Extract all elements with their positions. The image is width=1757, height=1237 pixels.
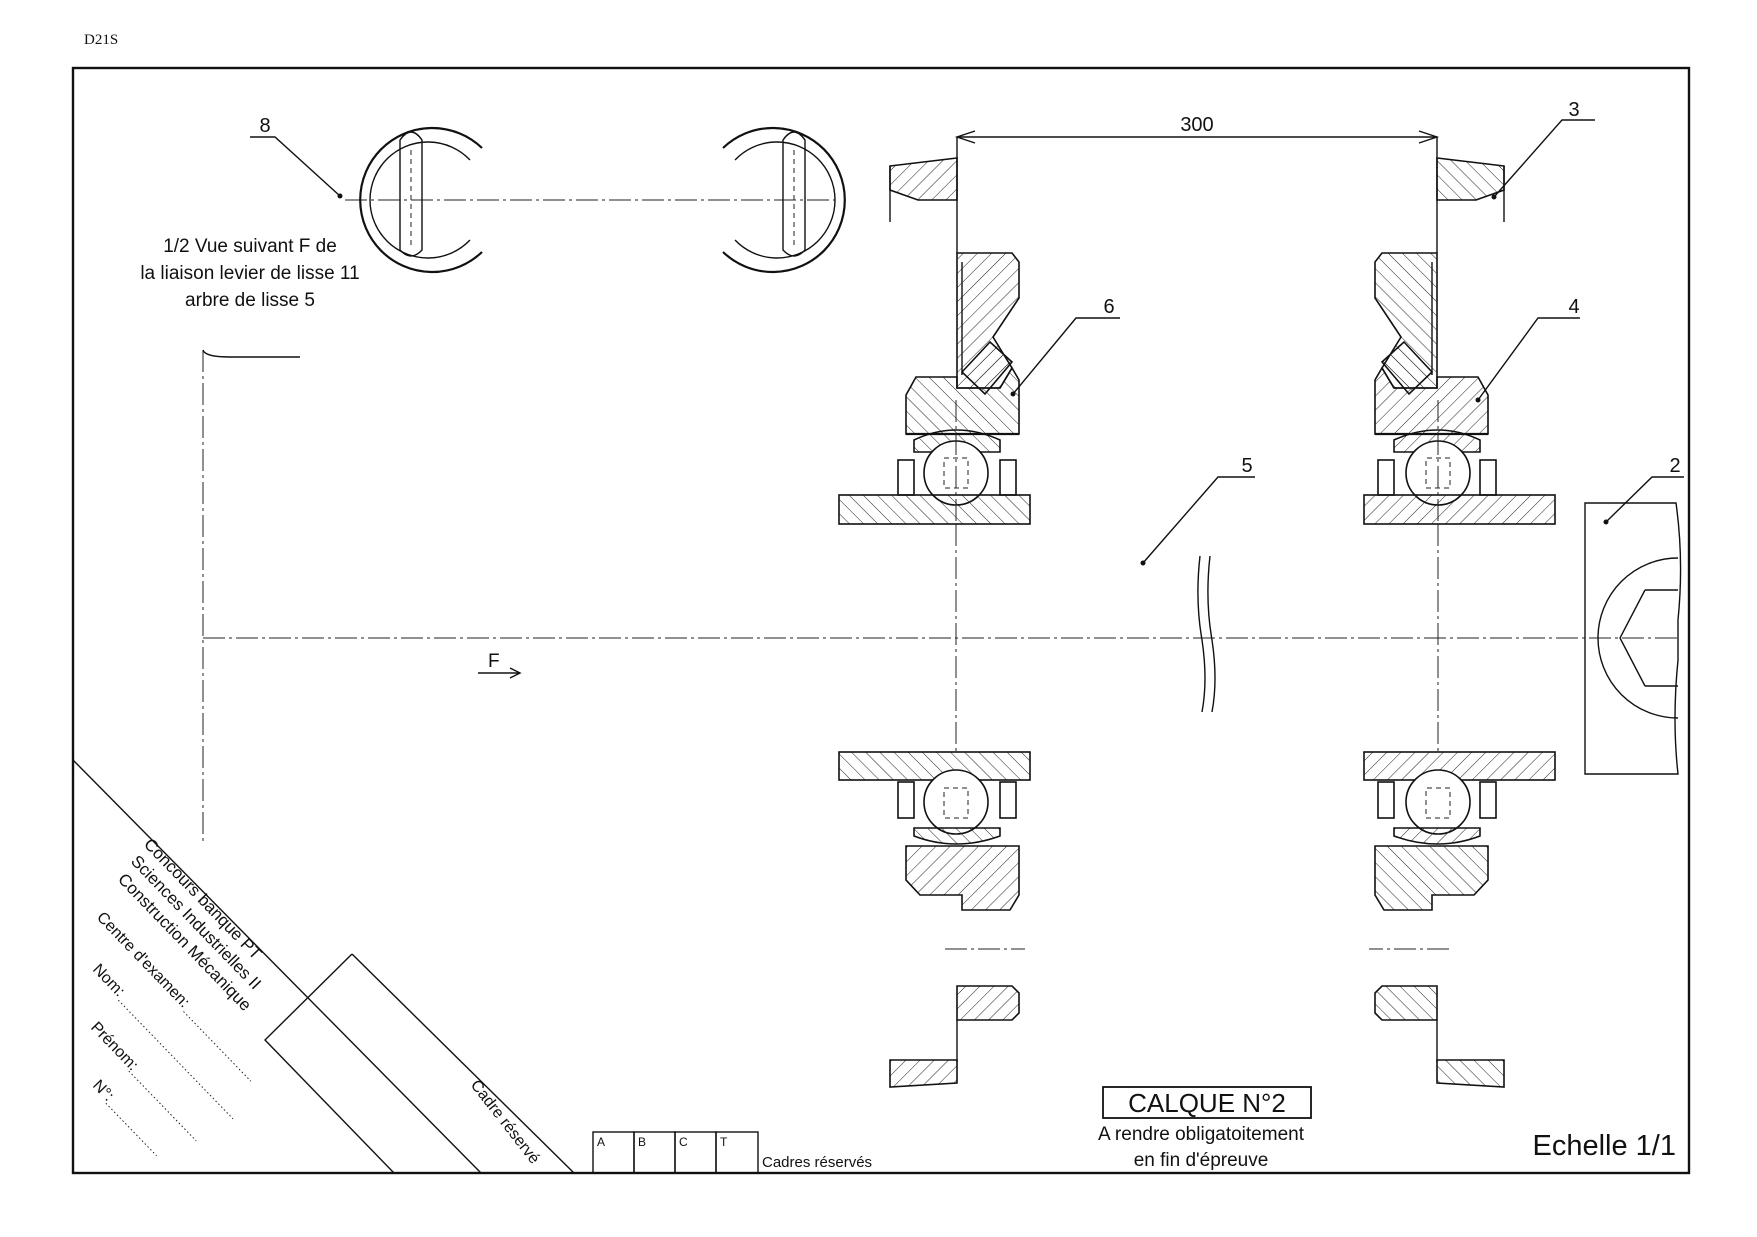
clip-view-left: [359, 126, 483, 274]
title-line-1: Concours banque PT: [140, 835, 265, 964]
view-arrow-label: F: [488, 651, 500, 672]
calque-line-2: en fin d'épreuve: [1134, 1150, 1269, 1171]
view-note-line-2: la liaison levier de lisse 11: [140, 263, 359, 284]
label-part-3: 3: [1568, 99, 1579, 121]
label-part-4: 4: [1568, 296, 1579, 318]
dimension-value: 300: [1180, 114, 1213, 136]
view-note-line-3: arbre de lisse 5: [185, 290, 315, 311]
calque-title: CALQUE N°2: [1128, 1088, 1286, 1118]
calque-line-1: A rendre obligatoitement: [1098, 1124, 1305, 1145]
part-2: [1584, 502, 1682, 775]
label-part-5: 5: [1241, 455, 1252, 477]
calque-title-box: [1102, 1086, 1312, 1119]
clip-view-right: [722, 126, 846, 274]
field-nom: Nom:: [89, 961, 128, 1000]
sheet-code: D21S: [84, 32, 118, 48]
break-mark: [1197, 555, 1206, 713]
drawing-frame: [71, 66, 1691, 1175]
left-bearing-assembly: [837, 135, 1032, 1089]
view-outline: [202, 349, 300, 358]
label-part-8: 8: [259, 115, 270, 137]
field-numero: N°:: [89, 1077, 117, 1105]
field-prenom: Prénom:: [87, 1019, 141, 1074]
boxes-label: Cadres réservés: [762, 1154, 872, 1171]
title-block: Concours banque PT Sciences Industrielle…: [72, 759, 575, 1174]
view-arrow-f: F: [478, 651, 522, 679]
label-part-6: 6: [1103, 296, 1114, 318]
right-bearing-assembly: [1362, 135, 1557, 1089]
box-a: A: [597, 1135, 605, 1149]
break-mark: [1207, 555, 1216, 713]
reserved-boxes: A B C T Cadres réservés: [592, 1131, 872, 1174]
box-b: B: [638, 1135, 646, 1149]
reserved-frame-label: Cadre réservé: [467, 1077, 543, 1167]
box-t: T: [720, 1135, 728, 1149]
box-c: C: [679, 1135, 688, 1149]
label-part-2: 2: [1669, 455, 1680, 477]
dimension-300: 300: [954, 114, 1440, 144]
leaders: [250, 119, 1684, 566]
scale-label: Echelle 1/1: [1533, 1130, 1677, 1162]
view-note-line-1: 1/2 Vue suivant F de: [163, 236, 337, 257]
